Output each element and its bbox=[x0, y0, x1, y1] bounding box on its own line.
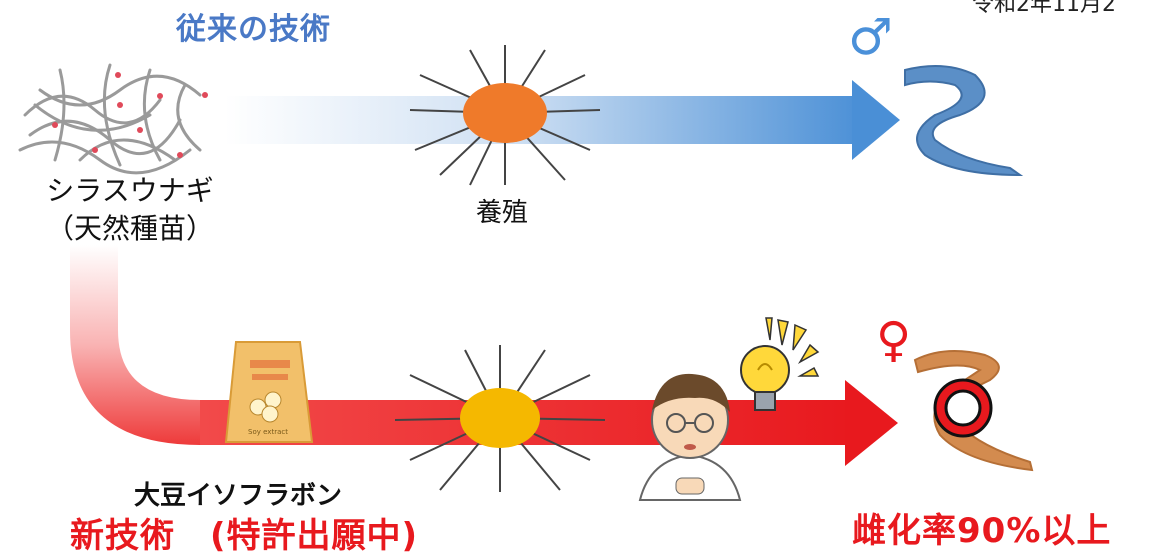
target-ring-icon bbox=[933, 378, 993, 438]
scientist-icon bbox=[638, 373, 742, 501]
conventional-arrow bbox=[225, 80, 900, 160]
feminization-rate-label: 雌化率90%以上 bbox=[852, 511, 1112, 551]
glass-eel-label-line2: （天然種苗） bbox=[46, 212, 215, 245]
farming-larvae-yellow-icon bbox=[394, 345, 606, 492]
glass-eel-cluster-icon bbox=[18, 63, 208, 175]
farming-larvae-icon bbox=[409, 45, 601, 186]
glass-eel-label: シラスウナギ （天然種苗） bbox=[46, 172, 214, 248]
lightbulb-icon bbox=[740, 317, 820, 411]
soy-package-icon: Soy extract bbox=[224, 341, 314, 443]
male-symbol-icon: ♂ bbox=[848, 8, 893, 66]
farming-label: 養殖 bbox=[476, 198, 529, 228]
date-text: 令和2年11月2 bbox=[972, 0, 1116, 17]
conventional-tech-title: 従来の技術 bbox=[176, 12, 331, 47]
soy-isoflavone-label: 大豆イソフラボン bbox=[134, 481, 343, 511]
male-eel-icon bbox=[904, 65, 1024, 177]
package-label: Soy extract bbox=[248, 428, 288, 436]
glass-eel-label-line1: シラスウナギ bbox=[46, 174, 214, 207]
female-symbol-icon: ♀ bbox=[876, 312, 912, 368]
new-tech-label: 新技術 (特許出願中) bbox=[70, 516, 419, 556]
